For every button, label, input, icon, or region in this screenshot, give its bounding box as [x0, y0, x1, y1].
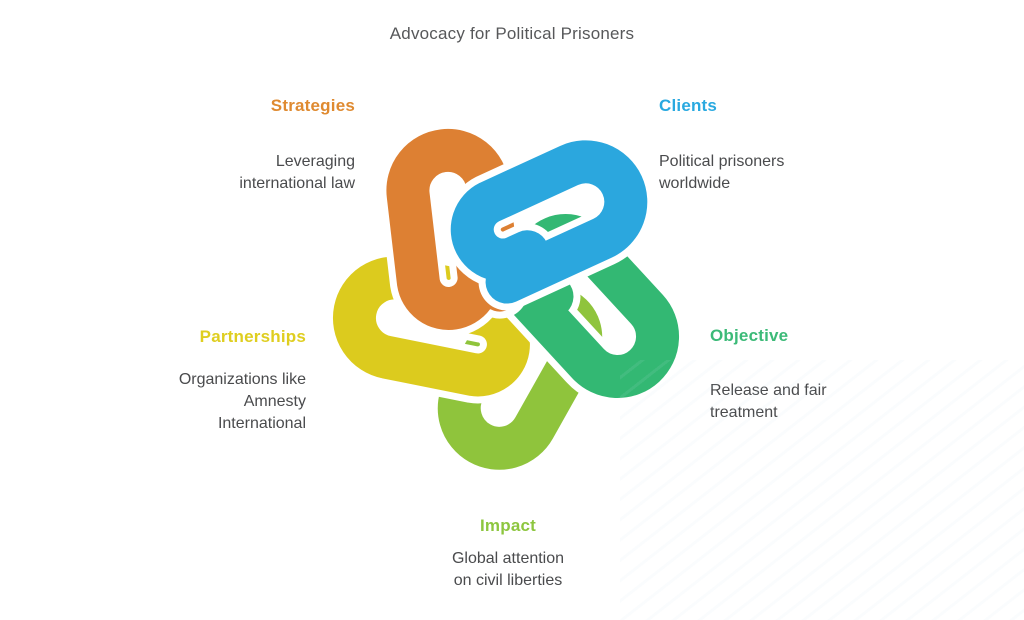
strategies-label: Strategies: [270, 96, 355, 115]
strategies-description: Leveraging international law: [239, 153, 355, 192]
impact-label: Impact: [480, 516, 536, 535]
interlocking-loops-graphic: [319, 101, 699, 481]
partnerships-description: Organizations like Amnesty International: [178, 371, 306, 432]
impact-description: Global attention on civil liberties: [451, 550, 565, 589]
page-title: Advocacy for Political Prisoners: [389, 24, 635, 43]
objective-description: Release and fair treatment: [710, 382, 827, 421]
clients-description: Political prisoners worldwide: [659, 153, 785, 192]
partnerships-label: Partnerships: [199, 327, 306, 346]
objective-label: Objective: [710, 326, 789, 345]
clients-label: Clients: [659, 96, 718, 115]
